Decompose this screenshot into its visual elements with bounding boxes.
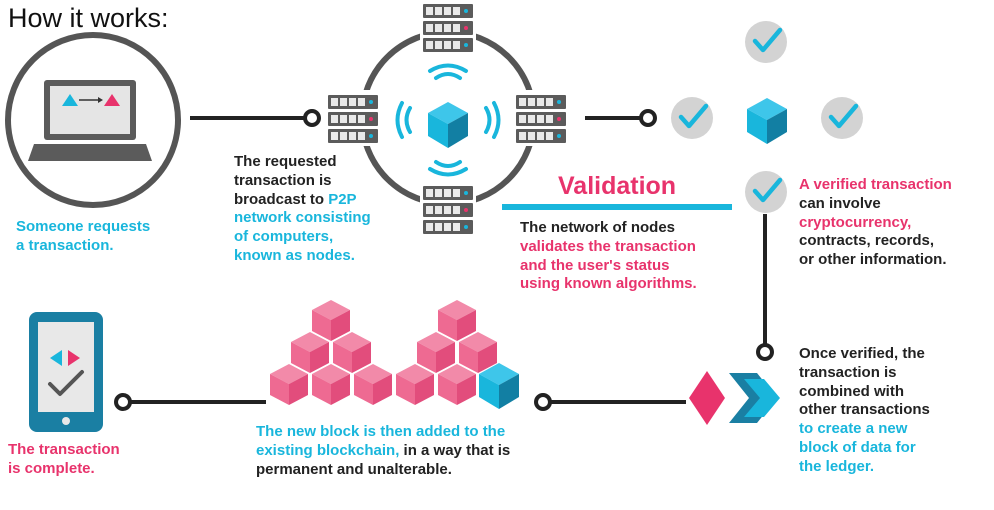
combined-line-4: other transactions [799,401,930,419]
combined-caption: Once verified, the transaction is combin… [799,345,930,476]
check-icon-left [671,97,713,139]
connector-validation-to-combine [756,214,774,361]
combined-line-7: the ledger. [799,457,875,475]
verified-line-1: A verified transaction [799,176,952,193]
validation-caption: The network of nodes validates the trans… [520,219,697,294]
broadcast-line-3-text: broadcast to [234,190,329,208]
validation-underline [502,204,732,210]
existing-blockchain-highlight: existing blockchain, [256,441,400,459]
check-icon-bottom [745,171,787,213]
verified-line-3: cryptocurrency, [799,213,912,231]
validation-line-3: and the user's status [520,256,670,274]
added-line-1: The new block is then added to the [256,423,506,440]
broadcast-line-2: transaction is [234,171,332,189]
new-block-cube-icon [479,363,519,409]
block-cube-icon [747,98,787,144]
complete-line-1: The transaction [8,441,120,458]
request-line-1: Someone requests [16,218,151,235]
added-line-2-suffix: in a way that is [399,441,511,459]
connector-request-to-network [190,109,321,127]
connector-blockchain-to-phone [114,393,266,411]
broadcast-caption: The requested transaction is broadcast t… [234,153,371,266]
check-icon-top [745,21,787,63]
broadcast-line-4: network consisting [234,209,371,227]
combine-icon [689,371,780,425]
combined-line-3: combined with [799,382,904,400]
added-line-2: existing blockchain, in a way that is [256,442,510,461]
combined-line-2: transaction is [799,363,897,381]
added-caption: The new block is then added to the exist… [256,423,510,479]
blockchain-icon [270,300,519,409]
validation-line-2: validates the transaction [520,237,696,255]
validation-line-4: using known algorithms. [520,275,697,293]
verified-line-5: or other information. [799,251,947,268]
validation-line-1: The network of nodes [520,219,676,236]
broadcast-line-5: of computers, [234,228,334,245]
page-title: How it works: [8,3,169,33]
broadcast-line-3: broadcast to P2P [234,191,371,210]
phone-icon [29,312,103,432]
p2p-highlight: P2P [328,190,357,208]
combined-line-5: to create a new [799,420,908,437]
verified-line-4: contracts, records, [799,232,935,250]
laptop-icon [5,32,181,208]
connector-combine-to-blockchain [534,393,686,411]
combined-line-6: block of data for [799,438,916,456]
network-icon [325,0,569,238]
check-icon-right [821,97,863,139]
broadcast-line-6: known as nodes. [234,246,355,264]
added-line-3: permanent and unalterable. [256,460,452,478]
validation-heading: Validation [558,172,677,200]
request-caption: Someone requests a transaction. [16,218,150,256]
request-line-2: a transaction. [16,236,114,254]
verified-caption: A verified transaction can involve crypt… [799,176,952,270]
complete-caption: The transaction is complete. [8,441,120,479]
verified-line-2: can involve [799,194,881,212]
broadcast-line-1: The requested [234,153,337,170]
connector-network-to-validation [585,109,657,127]
combined-line-1: Once verified, the [799,345,925,362]
complete-line-2: is complete. [8,459,95,477]
